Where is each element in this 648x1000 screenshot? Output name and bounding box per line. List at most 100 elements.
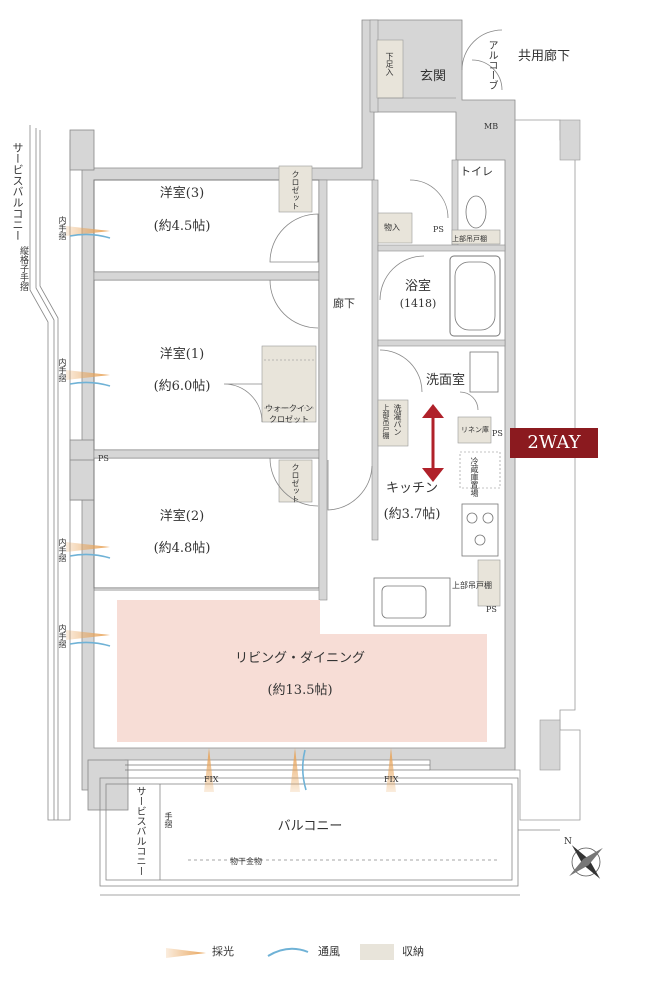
linen-closet [457, 416, 492, 444]
upper-cabinet-label: 上部吊戸棚 [452, 581, 492, 590]
door-toilet [409, 179, 449, 219]
right-pillar-top [559, 119, 581, 161]
laundry-hanger-label: 物干金物 [230, 857, 262, 866]
walkin-label-1: ウォークイン [265, 404, 313, 413]
living-size: (約13.5帖) [267, 683, 333, 698]
washroom-label: 洗面室 [426, 373, 466, 388]
wall-bath-bottom [377, 339, 506, 347]
bath-name: 浴室 [404, 279, 432, 294]
left-service-balcony [29, 125, 129, 821]
living-name: リビング・ダイニング [234, 651, 366, 666]
linen-label: リネン庫 [461, 426, 489, 434]
svg-text:N: N [564, 837, 572, 847]
washer-label: 洗濯パン [393, 404, 402, 436]
toilet-bowl [465, 195, 487, 229]
vertical-rail-label: 縦格子手摺 [18, 246, 28, 291]
ps-label-2: PS [492, 429, 503, 438]
fix-label-1: FIX [204, 775, 219, 784]
closet-western3 [278, 165, 313, 213]
entrance-label: 玄関 [420, 69, 447, 84]
two-way-arrow [422, 404, 444, 482]
western3-name: 洋室(3) [159, 186, 205, 201]
ps-label-1: PS [433, 225, 444, 234]
upper-cabinet-kitchen [477, 559, 501, 607]
door-washroom [379, 349, 423, 393]
wall-corridor-left [318, 179, 328, 601]
washer-upper-label: 上部吊戸棚 [382, 404, 390, 439]
balcony-area [99, 777, 560, 896]
light-indicators [66, 226, 396, 792]
walkin-closet [261, 345, 317, 423]
alcove-label: アルコーブ [486, 40, 497, 90]
upper-cabinet-toilet-label: 上部吊戸棚 [452, 235, 487, 243]
western2-size: (約4.8帖) [153, 541, 211, 556]
wall-1-2 [93, 449, 320, 459]
door-western3 [269, 213, 319, 263]
upper-cabinet-toilet [451, 229, 501, 245]
door-walkin [223, 383, 263, 423]
fix-label-2: FIX [384, 775, 399, 784]
inner-rail-label-4: 内手摺 [58, 624, 67, 648]
balcony-label: バルコニー [277, 819, 343, 834]
living-windows [94, 589, 430, 771]
mb-label: MB [484, 122, 499, 131]
fridge-label: 冷蔵庫置場 [470, 457, 479, 497]
kitchen-size: (約3.7帖) [383, 507, 441, 522]
door-linen [459, 391, 479, 411]
living-area-fill [117, 600, 487, 742]
shoe-label: 下足入 [385, 52, 394, 76]
ps-label-4: PS [98, 454, 109, 463]
walkin-label-2: クロゼット [269, 415, 309, 424]
legend-storage-label: 収納 [402, 945, 424, 958]
legend-swatches [166, 944, 394, 960]
stove [461, 503, 499, 557]
door-entrance [461, 29, 503, 71]
ps-label-3: PS [486, 605, 497, 614]
door-bath [379, 255, 425, 301]
service-balcony-bottom-label: サービスバルコニー [134, 786, 145, 876]
closet-label-2: クロゼット [291, 463, 300, 503]
wind-indicators [69, 233, 307, 791]
common-corridor-label: 共用廊下 [518, 49, 571, 64]
western1-name: 洋室(1) [159, 347, 205, 362]
right-column-outline [514, 119, 581, 821]
wall-corridor-right [371, 179, 379, 541]
western3-size: (約4.5帖) [153, 219, 211, 234]
wash-basin [469, 351, 499, 393]
compass-icon: N [564, 837, 603, 879]
inner-rail-label-3: 内手摺 [58, 538, 67, 562]
door-western1 [269, 279, 319, 329]
inner-rail-label-2: 内手摺 [58, 358, 67, 382]
bath-size: (1418) [399, 297, 437, 310]
toilet-label: トイレ [460, 165, 493, 178]
legend-wind-swatch [267, 947, 309, 957]
bathtub-inner [454, 261, 496, 331]
door-mb [471, 59, 503, 91]
shoe-cabinet [376, 39, 404, 99]
kitchen-name: キッチン [385, 481, 439, 496]
legend-light-swatch [166, 948, 206, 958]
closet-western2 [278, 459, 313, 503]
bathtub [449, 255, 501, 337]
kitchen-sink [381, 585, 427, 619]
storage-cupboard [377, 212, 413, 244]
wall-bath-top [377, 244, 506, 252]
washer-area [377, 399, 409, 447]
wall-3-1 [93, 271, 320, 281]
legend-light-label: 採光 [212, 945, 234, 958]
right-pillar-bottom [539, 719, 561, 771]
corridor-label: 廊下 [333, 297, 355, 310]
closet-label-3: クロゼット [291, 170, 300, 210]
legend-wind-label: 通風 [318, 945, 340, 958]
western2-name: 洋室(2) [159, 509, 205, 524]
service-balcony-left-label: サービスバルコニー [11, 142, 24, 241]
door-living [327, 460, 373, 511]
inner-rail-label-1: 内手摺 [58, 216, 67, 240]
handrail-label: 手摺 [164, 812, 173, 828]
storage-label: 物入 [384, 223, 400, 232]
western1-size: (約6.0帖) [153, 379, 211, 394]
two-way-badge: 2WAY [510, 428, 598, 458]
fridge-space [459, 451, 501, 489]
door-western2 [269, 457, 319, 507]
